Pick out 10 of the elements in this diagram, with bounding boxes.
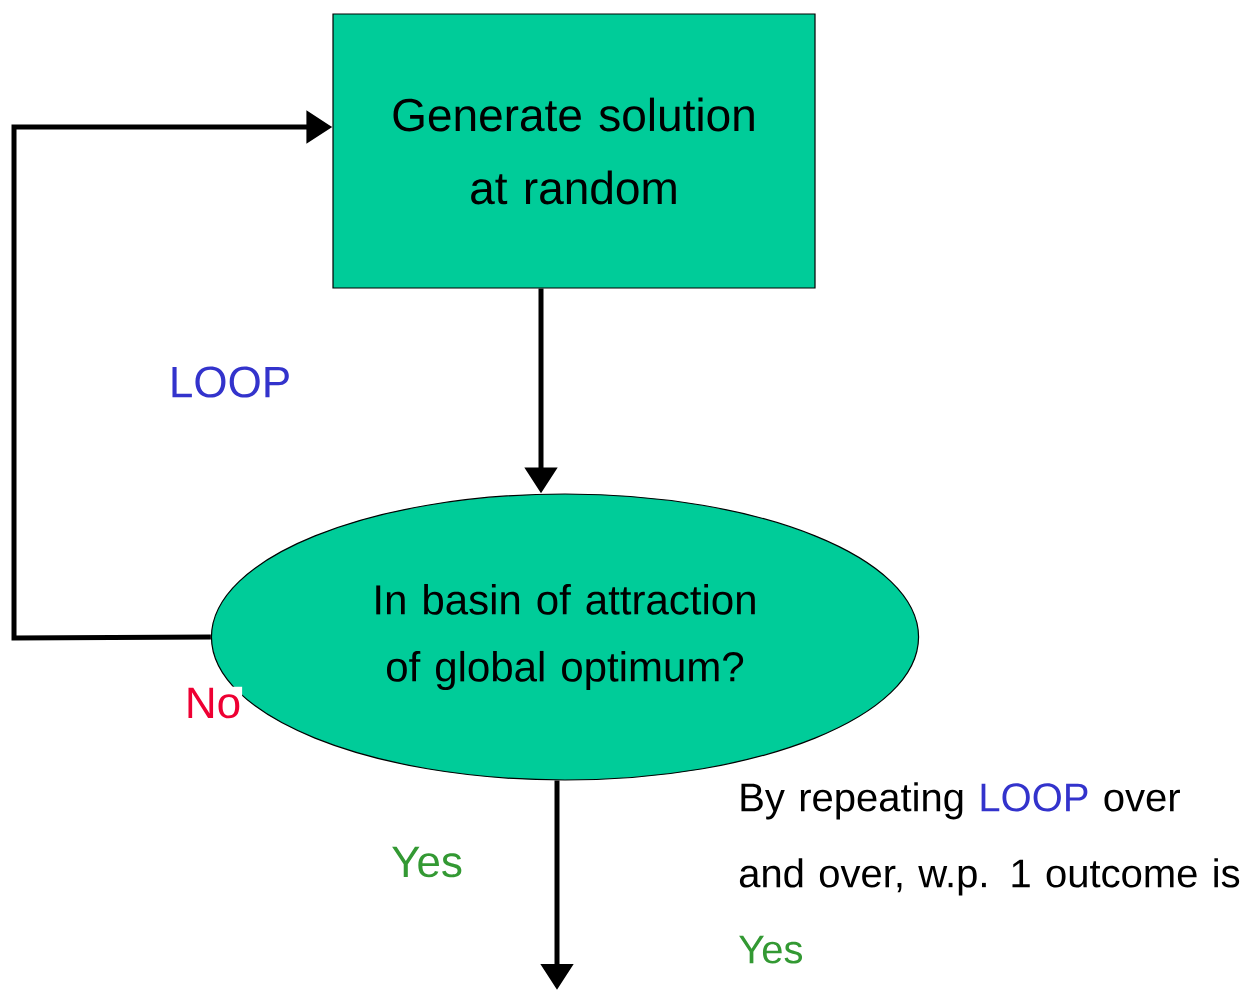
process-box: Generate solution at random (332, 13, 816, 289)
label: over (1104, 789, 1180, 812)
note-text: By repeating LOOP over and over, w.p. 1 outcome is Yes (739, 782, 1240, 964)
loop-label: LOOP (172, 366, 289, 398)
label: By repeating (741, 782, 963, 820)
label: LOOP (981, 783, 1088, 812)
edge-label: Yes (390, 845, 464, 879)
label: and over, w.p. 1 outcome is (739, 858, 1240, 896)
edge-label: No (183, 686, 243, 720)
label: Yes (739, 935, 803, 964)
